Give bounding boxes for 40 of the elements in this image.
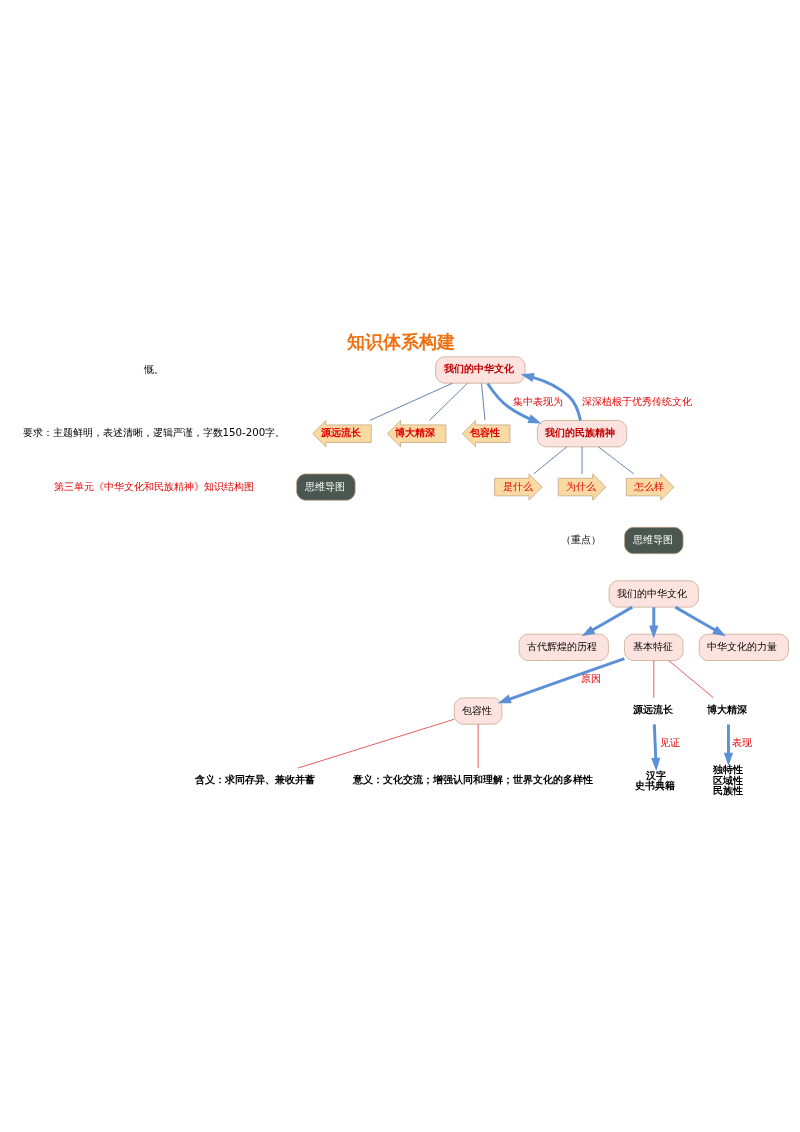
connector: [429, 382, 468, 421]
node-box: 古代辉煌的历程: [518, 633, 609, 661]
node-text: 博大精深: [707, 702, 748, 715]
node-box: 思维导图: [624, 526, 684, 554]
node-label: （重点）: [561, 532, 602, 545]
connector: [297, 718, 455, 768]
node-box: 我们的中华文化: [608, 579, 699, 607]
arrow: [581, 605, 633, 636]
label: 要求：主题鲜明，表述清晰，逻辑严谨，字数150-200字。: [22, 425, 286, 438]
node-text: 源远流长: [632, 702, 673, 715]
node-box: 包容性: [453, 697, 503, 725]
arrow: [651, 723, 661, 771]
node-box: 我们的中华文化: [435, 355, 526, 384]
node-text: 意义：文化交流；增强认同和理解；世界文化的多样性: [352, 772, 593, 785]
node-box: 中华文化的力量: [698, 633, 789, 661]
arrow: [520, 372, 582, 421]
arrow: [649, 606, 659, 639]
connector: [668, 659, 714, 698]
connector: [533, 446, 567, 474]
connector: [598, 446, 635, 474]
node-text: 汉字 史书典籍: [635, 768, 676, 791]
label: 慨。: [143, 362, 164, 375]
edge-label: 集中表现为: [513, 394, 564, 407]
edge-label: 见证: [659, 735, 680, 748]
arrow: [723, 723, 734, 766]
arrow: [674, 605, 726, 636]
connector: [481, 382, 486, 421]
edge-label: 深深植根于优秀传统文化: [581, 394, 692, 407]
edge-label: 原因: [580, 671, 601, 684]
node-box: 基本特征: [624, 633, 684, 661]
node-box: 我们的民族精神: [537, 419, 628, 447]
node-box: 思维导图: [296, 473, 356, 501]
node-text: 含义：求同存异、兼收并蓄: [194, 772, 315, 785]
label: 第三单元《中华文化和民族精神》知识结构图: [53, 479, 254, 492]
connector: [369, 382, 453, 421]
arrow: [497, 656, 625, 703]
node-text: 独特性 区域性 民族性: [712, 762, 743, 796]
arrow: [486, 382, 542, 423]
edge-label: 表现: [732, 735, 753, 748]
diagram-title: 知识体系构建: [346, 331, 455, 352]
